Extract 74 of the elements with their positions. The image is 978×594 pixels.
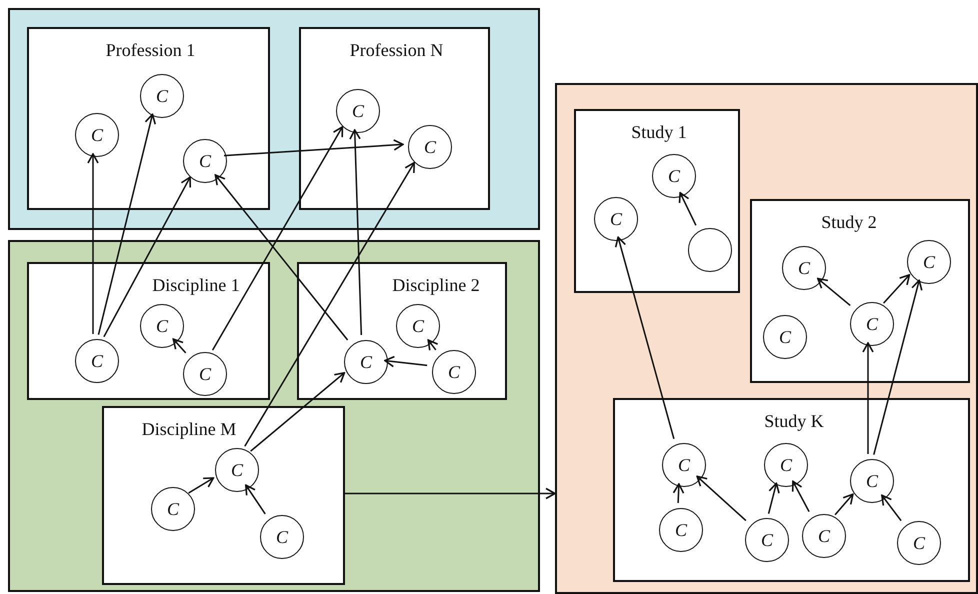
box-title: Discipline 2 xyxy=(392,276,480,296)
box-shape xyxy=(8,8,540,230)
arrow xyxy=(103,176,192,338)
concept-circle: C xyxy=(659,508,703,552)
concept-circle: C xyxy=(850,302,894,346)
arrow xyxy=(883,274,910,304)
discipline-box xyxy=(27,262,270,400)
arrow xyxy=(792,480,810,512)
arrow xyxy=(212,126,344,350)
box-title: Profession 1 xyxy=(106,41,196,61)
study-box xyxy=(574,109,740,293)
box-title: Discipline M xyxy=(142,420,236,440)
arrow xyxy=(696,476,746,522)
concept-circle: C xyxy=(140,74,184,118)
arrow xyxy=(768,482,780,514)
arrow xyxy=(214,174,348,340)
arrow xyxy=(343,488,556,500)
concept-circle: C xyxy=(907,240,951,284)
arrow xyxy=(834,494,854,516)
concept-circle: C xyxy=(140,304,184,348)
concept-circle: C xyxy=(396,304,440,348)
concept-circle: C xyxy=(662,443,706,487)
arrow xyxy=(873,280,923,455)
concept-circle: C xyxy=(215,448,259,492)
concept-circle: C xyxy=(745,518,789,562)
box-title: Study K xyxy=(764,412,824,432)
arrow xyxy=(384,356,428,368)
arrow xyxy=(817,278,851,306)
arrow xyxy=(98,114,156,335)
concept-circle: C xyxy=(260,515,304,559)
arrow xyxy=(250,372,346,452)
arrow xyxy=(224,139,404,156)
study-box xyxy=(613,398,970,582)
concept-circle: C xyxy=(183,139,227,183)
arrow xyxy=(427,339,438,352)
arrow xyxy=(349,129,362,336)
concept-circle: C xyxy=(764,443,808,487)
concept-circle: C xyxy=(408,125,452,169)
arrow xyxy=(881,494,902,522)
concept-circle: C xyxy=(652,154,696,198)
box-title: Profession N xyxy=(350,41,444,61)
concept-circle: C xyxy=(897,521,941,565)
discipline-box xyxy=(102,406,345,585)
arrow xyxy=(244,162,415,447)
concept-circle: C xyxy=(432,350,476,394)
concept-circle: C xyxy=(763,315,807,359)
profession-box xyxy=(27,27,270,210)
arrow xyxy=(614,236,675,439)
box-shape xyxy=(555,83,978,594)
arrow xyxy=(678,192,697,226)
concept-circle: C xyxy=(151,487,195,531)
arrow xyxy=(245,484,266,514)
concept-circle: C xyxy=(782,246,826,290)
concept-circle: C xyxy=(336,89,380,133)
concept-circle: C xyxy=(183,352,227,396)
concept-circle xyxy=(688,228,732,272)
box-shape xyxy=(8,240,540,592)
box-title: Study 1 xyxy=(631,123,687,143)
concept-circle: C xyxy=(802,514,846,558)
arrow xyxy=(87,153,99,334)
arrow xyxy=(188,477,214,494)
study-box xyxy=(750,199,970,383)
concept-circle: C xyxy=(594,197,638,241)
discipline-box xyxy=(297,262,507,400)
arrow xyxy=(862,342,874,454)
profession-box xyxy=(299,27,490,210)
arrow xyxy=(672,483,684,504)
concept-circle: C xyxy=(344,340,388,384)
concept-circle: C xyxy=(850,459,894,503)
box-title: Study 2 xyxy=(821,213,877,233)
concept-circle: C xyxy=(75,339,119,383)
concept-circle: C xyxy=(75,113,119,157)
box-title: Discipline 1 xyxy=(152,276,240,296)
arrow xyxy=(172,338,186,354)
